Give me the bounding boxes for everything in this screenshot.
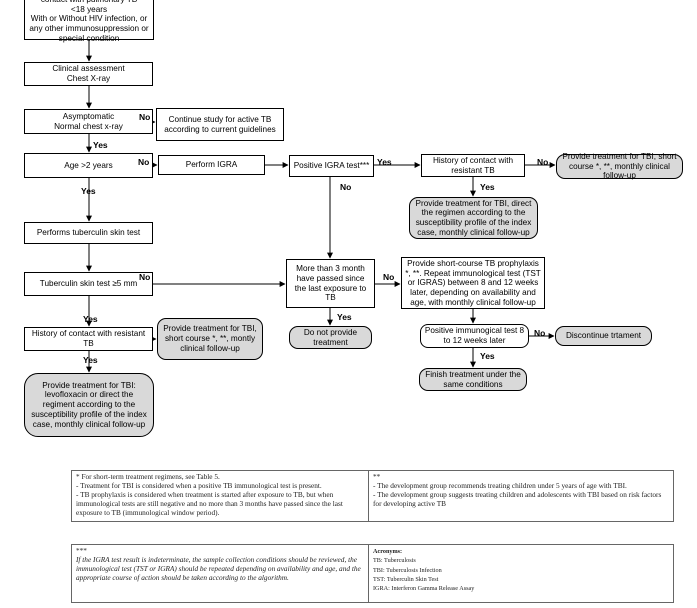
- label-no-asymptomatic: No: [139, 112, 151, 122]
- perform-igra-node: Perform IGRA: [158, 155, 265, 175]
- label-yes-tst: Yes: [83, 314, 98, 324]
- short-course-prophylaxis-node: Provide short-course TB prophylaxis *, *…: [401, 257, 545, 309]
- note-indeterminate-igra-text: If the IGRA test result is indeterminate…: [76, 554, 361, 582]
- three-month-node: More than 3 month have passed since the …: [286, 259, 375, 308]
- label-yes-positive-8-12: Yes: [480, 351, 495, 361]
- age-node: Age >2 years: [24, 153, 153, 178]
- treat-direct-regimen-node: Provide treatment for TBI, direct the re…: [409, 197, 538, 239]
- acronym-tb: TB: Tuberculosis: [373, 557, 416, 565]
- label-no-age: No: [138, 157, 150, 167]
- tst-result-node: Tuberculin skin test ≥5 mm: [24, 272, 153, 296]
- label-yes-age: Yes: [81, 186, 96, 196]
- label-no-positive-8-12: No: [534, 328, 546, 338]
- acronyms-title: Acronyms:: [373, 548, 403, 555]
- note-treatment-definitions-text: * For short-term treatment regimens, see…: [76, 472, 343, 517]
- continue-study-node: Continue study for active TB according t…: [156, 108, 284, 141]
- note-indeterminate-igra: *** If the IGRA test result is indetermi…: [71, 544, 370, 603]
- label-no-history-right: No: [537, 157, 549, 167]
- treat-short-right-node: Provide treatment for TBI, short course …: [556, 152, 683, 180]
- label-yes-asymptomatic: Yes: [93, 140, 108, 150]
- start-node: contact with pulmonary TB <18 years With…: [24, 0, 154, 43]
- treat-levofloxacin-node: Provide treatment for TBI: levofloxacin …: [24, 373, 154, 437]
- history-contact-left-node: History of contact with resistant TB: [24, 327, 153, 351]
- history-contact-right-node: History of contact with resistant TB: [421, 154, 525, 177]
- no-treatment-node: Do not provide treatment: [289, 326, 372, 349]
- label-no-three-month: No: [383, 272, 395, 282]
- clinical-assessment-node: Clinical assessment Chest X-ray: [24, 62, 153, 86]
- positive-8-12-node: Positive immunogical test 8 to 12 weeks …: [420, 324, 529, 348]
- label-yes-positive-igra: Yes: [377, 157, 392, 167]
- tuberculin-skin-test-node: Performs tuberculin skin test: [24, 222, 153, 244]
- discontinue-node: Discontinue trtament: [555, 326, 652, 346]
- label-no-tst: No: [139, 272, 151, 282]
- note-indeterminate-igra-head: ***: [76, 546, 87, 555]
- treat-short-left-node: Provide treatment for TBI, short course …: [157, 318, 263, 360]
- asymptomatic-node: Asymptomatic Normal chest x-ray: [24, 109, 153, 134]
- positive-igra-node: Positive IGRA test***: [289, 155, 374, 177]
- acronym-tbi: TBI: Tuberculosis Infection: [373, 566, 442, 574]
- label-yes-history-right: Yes: [480, 182, 495, 192]
- acronyms-box: Acronyms: TB: Tuberculosis TBI: Tubercul…: [368, 544, 674, 603]
- note-development-group-text: ** - The development group recommends tr…: [373, 472, 662, 508]
- finish-treatment-node: Finish treatment under the same conditio…: [419, 368, 527, 391]
- label-yes-history-left: Yes: [83, 355, 98, 365]
- acronym-tst: TST: Tuberculin Skin Test: [373, 575, 439, 583]
- note-development-group: ** - The development group recommends tr…: [368, 470, 674, 522]
- label-no-positive-igra: No: [340, 182, 352, 192]
- acronym-igra: IGRA: Interferon Gamma Release Assay: [373, 585, 475, 593]
- label-yes-three-month: Yes: [337, 312, 352, 322]
- note-treatment-definitions: * For short-term treatment regimens, see…: [71, 470, 370, 522]
